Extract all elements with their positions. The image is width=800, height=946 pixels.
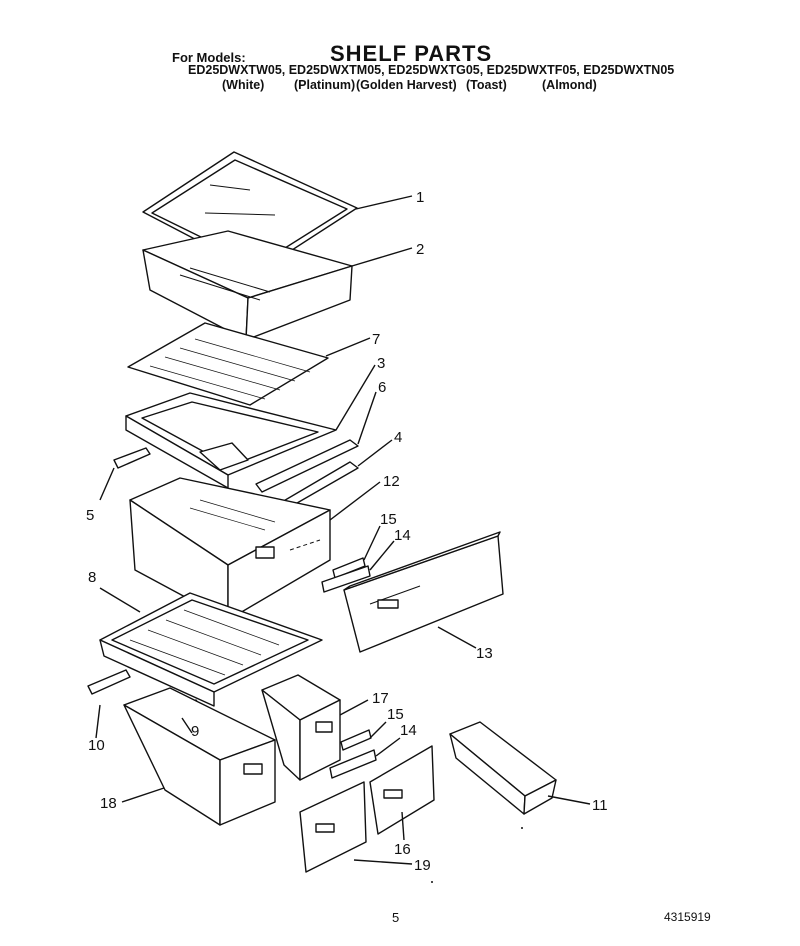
part-19-bin-front	[299, 781, 367, 873]
part-18-left-bin	[123, 687, 276, 826]
callout-18: 18	[100, 795, 117, 812]
model-list: ED25DWXTW05, ED25DWXTM05, ED25DWXTG05, E…	[188, 63, 675, 77]
callout-9: 9	[191, 723, 199, 740]
part-5-slide	[113, 447, 151, 469]
part-17-right-bin	[261, 674, 341, 781]
callout-7: 7	[372, 331, 380, 348]
color-label-white: (White)	[222, 78, 265, 92]
callout-13: 13	[476, 645, 493, 662]
color-label-almond: (Almond)	[542, 78, 597, 92]
callout-2: 2	[416, 241, 424, 258]
callout-12: 12	[383, 473, 400, 490]
part-15-lower-clip	[340, 729, 372, 751]
callout-10: 10	[88, 737, 105, 754]
callout-15a: 15	[380, 511, 397, 528]
part-2-meat-pan	[142, 230, 353, 341]
for-models-label: For Models:	[172, 50, 246, 65]
part-12-crisper-drawer	[129, 477, 331, 621]
part-7-glass-insert	[127, 322, 329, 406]
part-6-rail	[255, 439, 359, 493]
callout-15b: 15	[387, 706, 404, 723]
color-label-platinum: (Platinum)	[294, 78, 356, 92]
page-number: 5	[392, 910, 400, 925]
part-16-bin-front	[369, 745, 435, 835]
part-10-slide	[87, 669, 131, 695]
callout-16: 16	[394, 841, 411, 858]
color-label-toast: (Toast)	[466, 78, 507, 92]
page-title: SHELF PARTS	[330, 41, 493, 66]
callout-17: 17	[372, 690, 389, 707]
callout-numbers: 1 2 7 3 6 4 5 12 15 14 13 8 10 9 17 15 1…	[86, 189, 608, 874]
leader-lines	[95, 195, 591, 865]
callout-14a: 14	[394, 527, 411, 544]
callout-3: 3	[377, 355, 385, 372]
callout-14b: 14	[400, 722, 417, 739]
part-3-crisper-frame	[125, 392, 337, 489]
callout-19: 19	[414, 857, 431, 874]
callout-5: 5	[86, 507, 94, 524]
part-13-drawer-front	[343, 531, 504, 653]
part-8-lower-shelf	[99, 592, 323, 707]
callout-4: 4	[394, 429, 402, 446]
callout-6: 6	[378, 379, 386, 396]
part-15-upper-clip	[332, 557, 366, 579]
callout-1: 1	[416, 189, 424, 206]
callout-11: 11	[592, 797, 608, 814]
part-11-door-bin	[449, 721, 557, 815]
document-number: 4315919	[664, 910, 711, 924]
color-label-golden-harvest: (Golden Harvest)	[356, 78, 457, 92]
callout-8: 8	[88, 569, 96, 586]
part-14-lower-clip	[329, 749, 377, 779]
part-14-upper-clip	[321, 565, 371, 593]
